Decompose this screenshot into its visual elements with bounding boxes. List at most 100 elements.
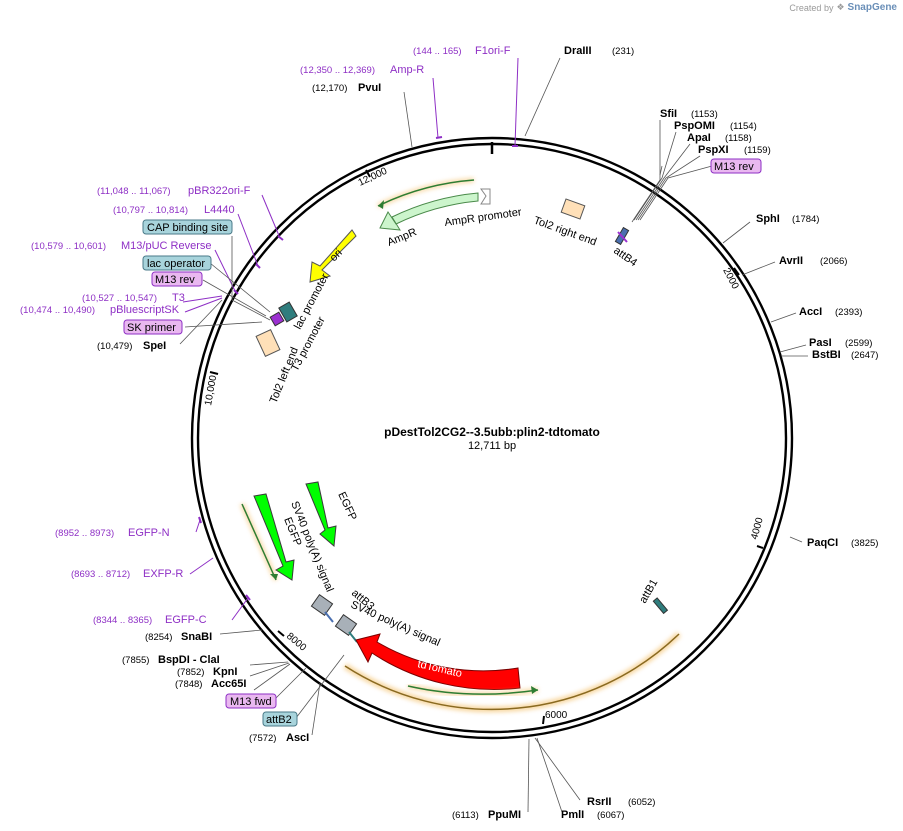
enzyme-pasi[interactable]: PasI (2599) — [809, 337, 872, 349]
enzyme-pos: (7848) — [175, 679, 202, 690]
primer-pbluescriptsk[interactable]: (10,474 .. 10,490) pBluescriptSK — [20, 304, 180, 316]
label-ampr: AmpR — [386, 226, 419, 249]
feature-tol2-left-end[interactable] — [255, 328, 281, 358]
primer-name: F1ori-F — [475, 45, 511, 57]
enzyme-pmli[interactable]: PmlI (6067) — [561, 809, 624, 821]
feature-attb3[interactable] — [310, 593, 334, 623]
primer-amp-r[interactable]: (12,350 .. 12,369) Amp-R — [300, 64, 424, 76]
enzyme-pos: (2647) — [851, 350, 878, 361]
enzyme-asci[interactable]: (7572) AscI — [249, 732, 309, 744]
enzyme-name: AscI — [286, 732, 309, 744]
feature-tol2-right-end[interactable] — [560, 198, 586, 220]
enzyme-name: SphI — [756, 213, 780, 225]
enzyme-pos: (7852) — [177, 667, 204, 678]
enzyme-rsrii[interactable]: RsrII (6052) — [587, 796, 655, 808]
enzyme-pos: (6113) — [452, 810, 479, 821]
box-cap-binding-site[interactable]: CAP binding site — [142, 219, 233, 235]
enzyme-pos: (12,170) — [312, 83, 347, 94]
enzyme-bstbi[interactable]: BstBI (2647) — [812, 349, 878, 361]
primer-leader-lines — [182, 57, 519, 621]
enzyme-name: AvrII — [779, 255, 803, 267]
snapgene-logo-icon: ❖ — [836, 2, 845, 12]
enzyme-snabi[interactable]: (8254) SnaBI — [145, 631, 212, 643]
enzyme-pos: (1153) — [691, 109, 718, 120]
primer-range: (12,350 .. 12,369) — [300, 65, 375, 76]
enzyme-acc65i[interactable]: (7848) Acc65I — [175, 678, 246, 690]
enzyme-pvui[interactable]: (12,170) PvuI — [312, 82, 381, 94]
enzyme-kpni[interactable]: (7852) KpnI — [177, 666, 237, 678]
box-label: M13 rev — [714, 161, 754, 173]
enzyme-name: PmlI — [561, 809, 584, 821]
primer-ticks — [198, 136, 518, 601]
primer-t3[interactable]: (10,527 .. 10,547) T3 — [82, 292, 185, 304]
box-label: SK primer — [127, 322, 176, 334]
orf-arrow-tdtomato — [407, 685, 539, 695]
feature-lac-promoter-region[interactable] — [269, 301, 298, 327]
enzyme-pos: (7572) — [249, 733, 276, 744]
enzyme-bspdi-clai[interactable]: (7855) BspDI - ClaI — [122, 654, 220, 666]
enzyme-spei[interactable]: (10,479) SpeI — [97, 340, 166, 352]
feature-egfp-inner[interactable] — [305, 481, 337, 548]
primer-f1ori-f[interactable]: (144 .. 165) F1ori-F — [413, 45, 511, 57]
feature-leader-lines — [184, 165, 663, 719]
box-m13-rev-top[interactable]: M13 rev — [710, 158, 762, 174]
primer-pbr322ori-f[interactable]: (11,048 .. 11,067) pBR322ori-F — [97, 185, 251, 197]
watermark-brand: SnapGene — [847, 2, 897, 13]
enzyme-pos: (2393) — [835, 307, 862, 318]
feature-tdtomato[interactable] — [355, 633, 521, 691]
box-m13-fwd[interactable]: M13 fwd — [225, 693, 277, 709]
feature-attb1[interactable] — [652, 597, 669, 615]
box-attb2[interactable]: attB2 — [262, 711, 298, 727]
feature-ori[interactable] — [309, 229, 357, 283]
plasmid-length: 12,711 bp — [468, 440, 516, 452]
enzyme-apai[interactable]: ApaI (1158) — [687, 132, 752, 144]
primer-m13-puc-reverse[interactable]: (10,579 .. 10,601) M13/pUC Reverse — [31, 240, 211, 252]
enzyme-name: BspDI - ClaI — [158, 654, 220, 666]
primer-egfp-c[interactable]: (8344 .. 8365) EGFP-C — [93, 614, 207, 626]
box-m13-rev-left[interactable]: M13 rev — [151, 271, 203, 287]
primer-range: (10,579 .. 10,601) — [31, 241, 106, 252]
feature-ampr[interactable] — [376, 177, 491, 231]
enzyme-paqci[interactable]: PaqCI (3825) — [807, 537, 878, 549]
box-label: M13 rev — [155, 274, 195, 286]
watermark: Created by ❖ SnapGene — [789, 2, 897, 13]
feature-attb4[interactable] — [614, 226, 630, 246]
label-tol2-left-end: Tol2 left end — [268, 346, 301, 406]
primer-exfp-r[interactable]: (8693 .. 8712) EXFP-R — [71, 568, 183, 580]
box-sk-primer[interactable]: SK primer — [123, 319, 183, 335]
enzyme-ppumi[interactable]: (6113) PpuMI — [452, 809, 521, 821]
enzyme-pos: (1784) — [792, 214, 819, 225]
enzyme-avrii[interactable]: AvrII (2066) — [779, 255, 847, 267]
feature-sv40-box[interactable] — [334, 613, 358, 643]
enzyme-pos: (1158) — [725, 133, 752, 144]
primer-range: (144 .. 165) — [413, 46, 462, 57]
box-label: CAP binding site — [147, 222, 228, 234]
primer-l4440[interactable]: (10,797 .. 10,814) L4440 — [113, 204, 235, 216]
enzyme-name: SfiI — [660, 108, 677, 120]
tick-label-6000: 6000 — [545, 710, 568, 721]
enzyme-name: PaqCI — [807, 537, 838, 549]
enzyme-draiii[interactable]: DraIII (231) — [564, 45, 634, 57]
box-lac-operator[interactable]: lac operator — [142, 255, 212, 271]
primer-name: EGFP-C — [165, 614, 207, 626]
feature-egfp-outer[interactable] — [239, 493, 295, 582]
primer-name: pBluescriptSK — [110, 304, 180, 316]
tick-2000: 2000 — [720, 266, 740, 291]
label-ampr-promoter: AmpR promoter — [444, 206, 523, 229]
enzyme-pos: (10,479) — [97, 341, 132, 352]
enzyme-pos: (1159) — [744, 145, 771, 156]
enzyme-name: DraIII — [564, 45, 592, 57]
enzyme-sphi[interactable]: SphI (1784) — [756, 213, 819, 225]
enzyme-acci[interactable]: AccI (2393) — [799, 306, 862, 318]
enzyme-pspxi[interactable]: PspXI (1159) — [698, 144, 771, 156]
enzyme-name: ApaI — [687, 132, 711, 144]
primer-egfp-n[interactable]: (8952 .. 8973) EGFP-N — [55, 527, 170, 539]
enzyme-sfii[interactable]: SfiI (1153) — [660, 108, 718, 120]
tick-4000: 4000 — [749, 516, 766, 549]
enzyme-pspomi[interactable]: PspOMI (1154) — [674, 120, 757, 132]
enzyme-name: BstBI — [812, 349, 841, 361]
primer-range: (11,048 .. 11,067) — [97, 186, 171, 197]
label-attb4: attB4 — [611, 245, 639, 270]
plasmid-name: pDestTol2CG2--3.5ubb:plin2-tdtomato — [384, 425, 600, 439]
